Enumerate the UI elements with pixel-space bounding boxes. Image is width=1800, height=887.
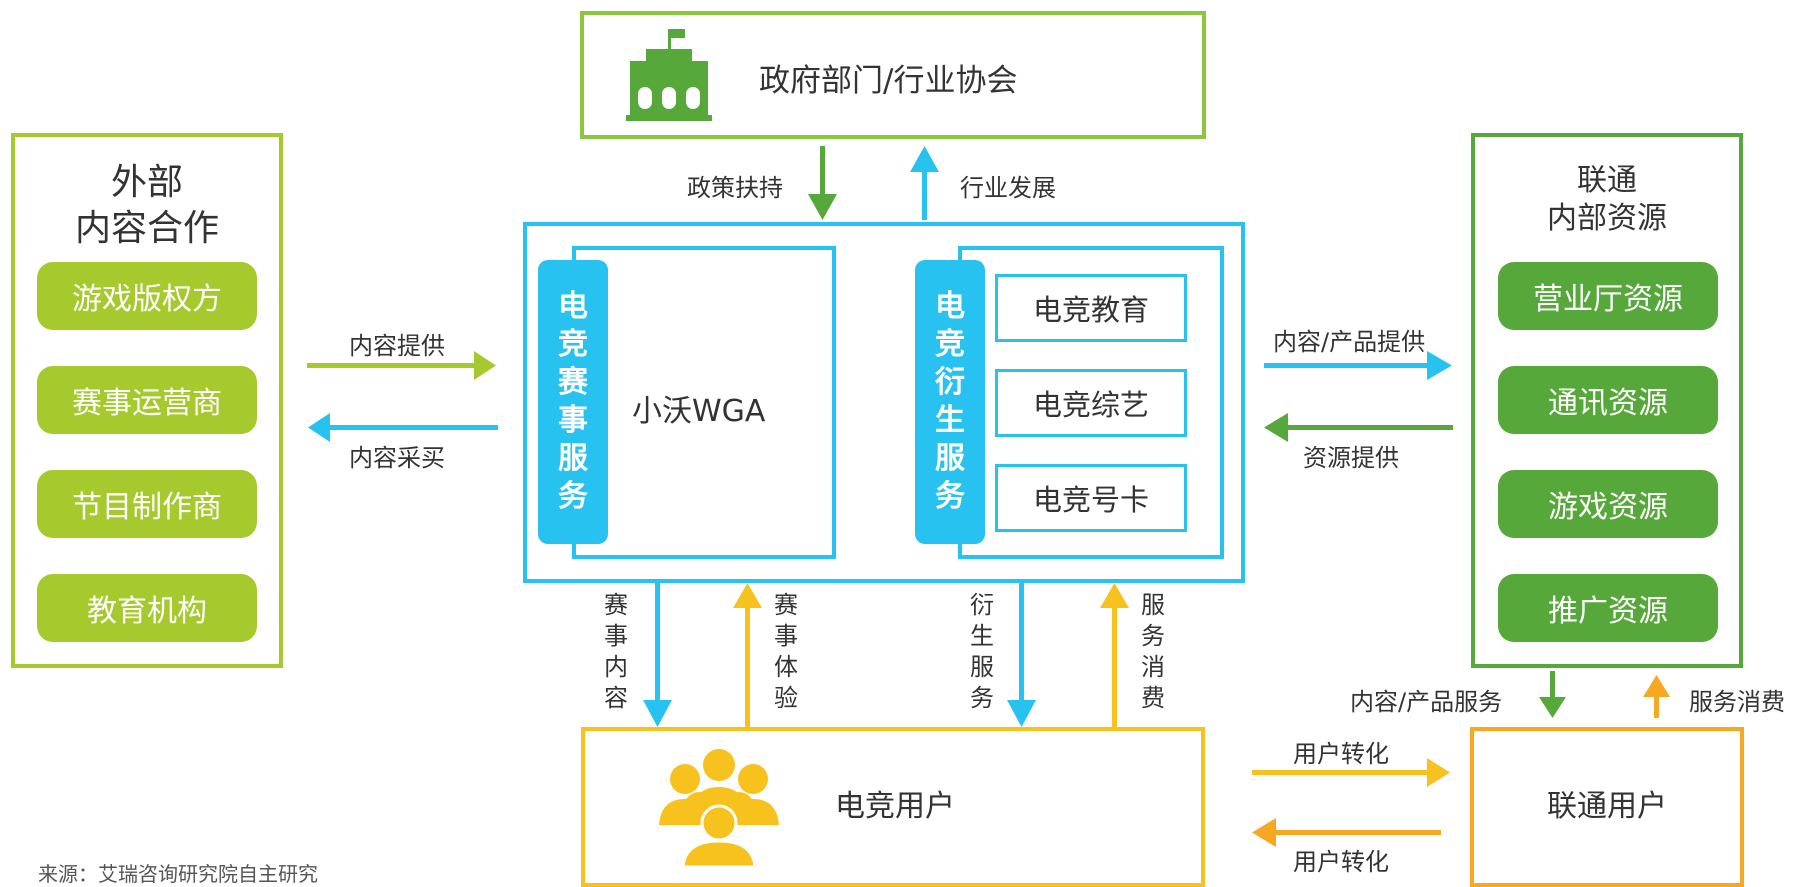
unicom-product-service-arrow <box>1539 671 1566 718</box>
government-box: 政府部门/行业协会 <box>580 11 1206 139</box>
resource-item-business-hall: 营业厅资源 <box>1498 262 1718 330</box>
derivative-service-label: 电竞衍生服务 <box>915 260 985 544</box>
partner-item-event-operator: 赛事运营商 <box>37 366 257 434</box>
external-content-panel: 外部 内容合作 <box>11 133 283 668</box>
unicom-panel-title-line1: 联通 <box>1577 163 1637 198</box>
derivative-item-number-card: 电竞号卡 <box>995 464 1187 532</box>
industry-development-arrow <box>910 146 939 220</box>
event-experience-label: 赛事体验 <box>774 591 798 712</box>
wga-platform-box <box>523 222 1245 583</box>
derivative-item-variety-show: 电竞综艺 <box>995 369 1187 437</box>
service-consumption-arrow-label: 服务消费 <box>1141 591 1165 712</box>
user-conversion-to-unicom-label: 用户转化 <box>1293 740 1389 768</box>
event-content-label: 赛事内容 <box>604 591 628 712</box>
user-conversion-to-esports-label: 用户转化 <box>1293 848 1389 876</box>
external-panel-title-line1: 外部 <box>110 162 183 203</box>
policy-support-label: 政策扶持 <box>687 174 783 202</box>
external-panel-title-line2: 内容合作 <box>74 208 219 249</box>
unicom-service-consumption-label: 服务消费 <box>1689 688 1785 716</box>
partner-item-program-producer: 节目制作商 <box>37 470 257 538</box>
wga-title: 小沃WGA <box>632 394 766 429</box>
esports-users-title: 电竞用户 <box>835 789 955 824</box>
unicom-product-service-label: 内容/产品服务 <box>1350 688 1503 716</box>
event-service-label: 电竞赛事服务 <box>538 260 608 544</box>
content-purchase-label: 内容采买 <box>349 444 445 472</box>
product-supply-arrow <box>1264 351 1452 380</box>
unicom-panel-title-line2: 内部资源 <box>1547 201 1667 236</box>
content-purchase-arrow <box>308 413 498 442</box>
user-conversion-to-esports-arrow <box>1252 818 1441 847</box>
partner-item-education-org: 教育机构 <box>37 574 257 642</box>
derivative-item-education: 电竞教育 <box>995 274 1187 342</box>
product-supply-label: 内容/产品提供 <box>1273 328 1426 356</box>
user-conversion-to-unicom-arrow <box>1252 758 1450 787</box>
resource-supply-label: 资源提供 <box>1303 444 1399 472</box>
users-group-icon <box>659 749 779 867</box>
derivative-service-arrow-label: 衍生服务 <box>970 591 994 712</box>
service-consumption-arrow <box>1100 583 1129 727</box>
industry-development-label: 行业发展 <box>960 174 1056 202</box>
content-supply-label: 内容提供 <box>349 332 445 360</box>
partner-item-game-rights: 游戏版权方 <box>37 262 257 330</box>
unicom-users-title: 联通用户 <box>1547 789 1667 824</box>
resource-item-promotion: 推广资源 <box>1498 574 1718 642</box>
derivative-service-arrow <box>1007 583 1036 727</box>
resource-item-communication: 通讯资源 <box>1498 366 1718 434</box>
resource-item-game: 游戏资源 <box>1498 470 1718 538</box>
resource-supply-arrow <box>1264 413 1453 442</box>
unicom-service-consumption-arrow <box>1643 675 1670 718</box>
government-title: 政府部门/行业协会 <box>759 63 1018 99</box>
event-experience-arrow <box>733 583 762 727</box>
content-supply-arrow <box>307 351 496 380</box>
government-building-icon <box>626 29 712 121</box>
unicom-resources-panel: 联通 内部资源 <box>1471 133 1743 668</box>
source-note: 来源：艾瑞咨询研究院自主研究 <box>38 862 318 886</box>
event-content-arrow <box>643 583 672 727</box>
policy-support-arrow <box>808 146 837 220</box>
